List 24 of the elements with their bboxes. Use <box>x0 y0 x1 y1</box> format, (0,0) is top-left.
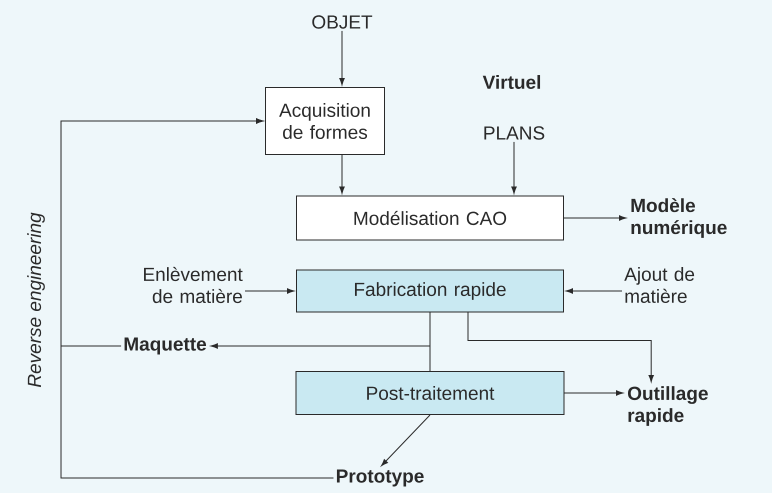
flow-text: Enlèvement de matière <box>144 266 243 304</box>
arrow <box>566 288 622 294</box>
arrow <box>468 312 654 382</box>
flow-text: Modèle numérique <box>631 198 727 238</box>
process-box: Post-traitement <box>296 371 564 415</box>
arrow <box>244 288 294 294</box>
arrow <box>60 118 334 478</box>
arrow <box>339 30 345 86</box>
flow-text: Outillage rapide <box>628 386 708 426</box>
flow-text: OBJET <box>312 15 372 29</box>
arrow <box>564 215 626 221</box>
flow-text: Maquette <box>124 338 206 354</box>
flow-text: PLANS <box>484 126 544 140</box>
process-box: Fabrication rapide <box>296 270 564 312</box>
arrow <box>564 390 624 396</box>
process-box: Acquisition de formes <box>265 87 385 155</box>
side-label: Reverse engineering <box>27 212 45 388</box>
flow-text: Ajout de matière <box>624 267 694 303</box>
arrow <box>339 154 345 194</box>
flow-text: Virtuel <box>482 75 540 89</box>
flow-text: Prototype <box>336 470 424 486</box>
arrow <box>381 414 430 466</box>
process-box: Modélisation CAO <box>296 196 564 240</box>
arrow <box>511 141 517 194</box>
